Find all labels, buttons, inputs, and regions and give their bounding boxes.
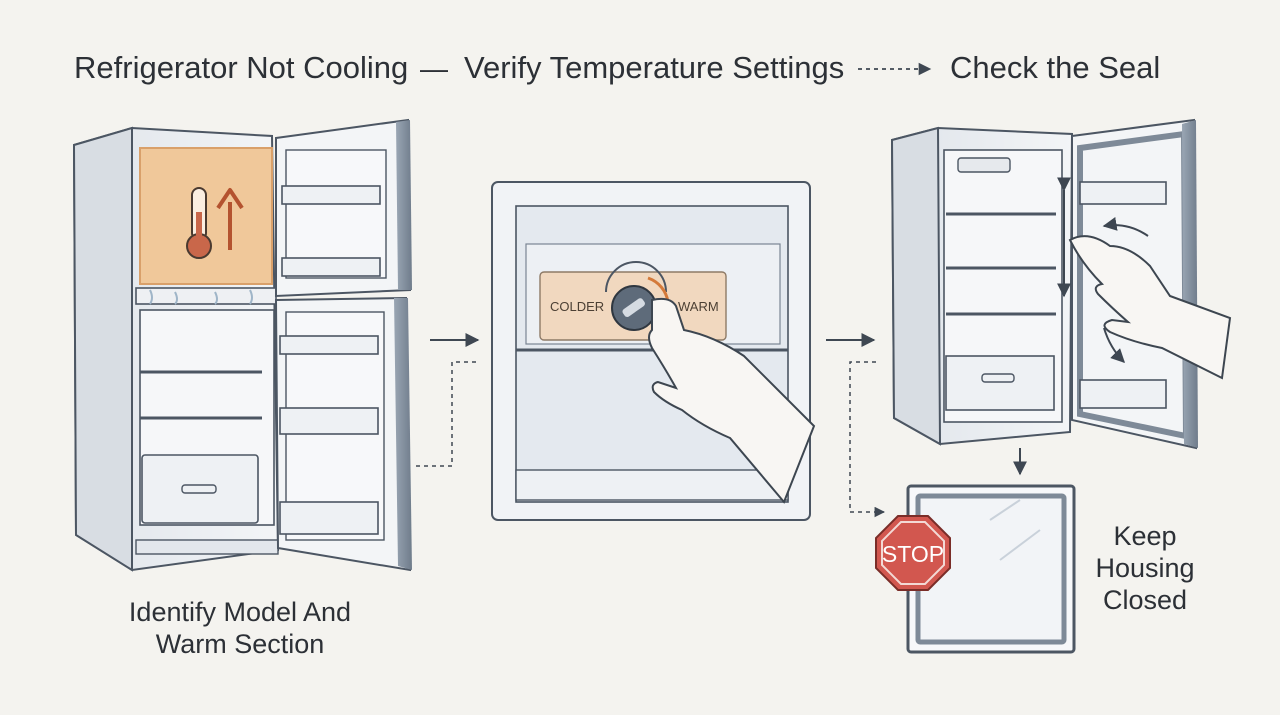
stop-sign-label: STOP bbox=[882, 541, 944, 567]
stop-sign-icon: STOP bbox=[875, 515, 951, 591]
hand-adjusting-dial bbox=[648, 297, 816, 504]
header-step-2: Verify Temperature Settings bbox=[464, 50, 845, 85]
header-step-1: Refrigerator Not Cooling bbox=[74, 50, 409, 85]
arrow-up-icon bbox=[216, 188, 244, 250]
dial-label-warm: WARM bbox=[678, 299, 719, 314]
dashed-connector-1 bbox=[416, 361, 476, 467]
hand-checking-seal bbox=[1068, 235, 1232, 380]
header-separator: — bbox=[420, 53, 448, 84]
header-step-3: Check the Seal bbox=[950, 50, 1161, 85]
caption-step-1-line-2: Warm Section bbox=[155, 629, 325, 659]
caption-step-3: Keep Housing Closed bbox=[1080, 520, 1210, 616]
caption-step-1: Identify Model And Warm Section bbox=[105, 596, 375, 660]
caption-step-3-line-3: Closed bbox=[1102, 585, 1188, 615]
dial-label-colder: COLDER bbox=[550, 299, 604, 314]
temperature-dial[interactable] bbox=[611, 285, 657, 331]
thermometer-icon bbox=[186, 187, 212, 259]
caption-step-3-line-2: Housing bbox=[1095, 553, 1195, 583]
caption-step-1-line-1: Identify Model And bbox=[128, 597, 352, 627]
refrigerator-open bbox=[72, 118, 412, 572]
dashed-connector-2 bbox=[849, 361, 886, 518]
fridge-interior-closeup: COLDER WARM bbox=[491, 181, 816, 521]
seal-frame bbox=[906, 484, 1076, 654]
caption-step-3-line-1: Keep bbox=[1113, 521, 1177, 551]
refrigerator-seal-check bbox=[890, 118, 1232, 450]
